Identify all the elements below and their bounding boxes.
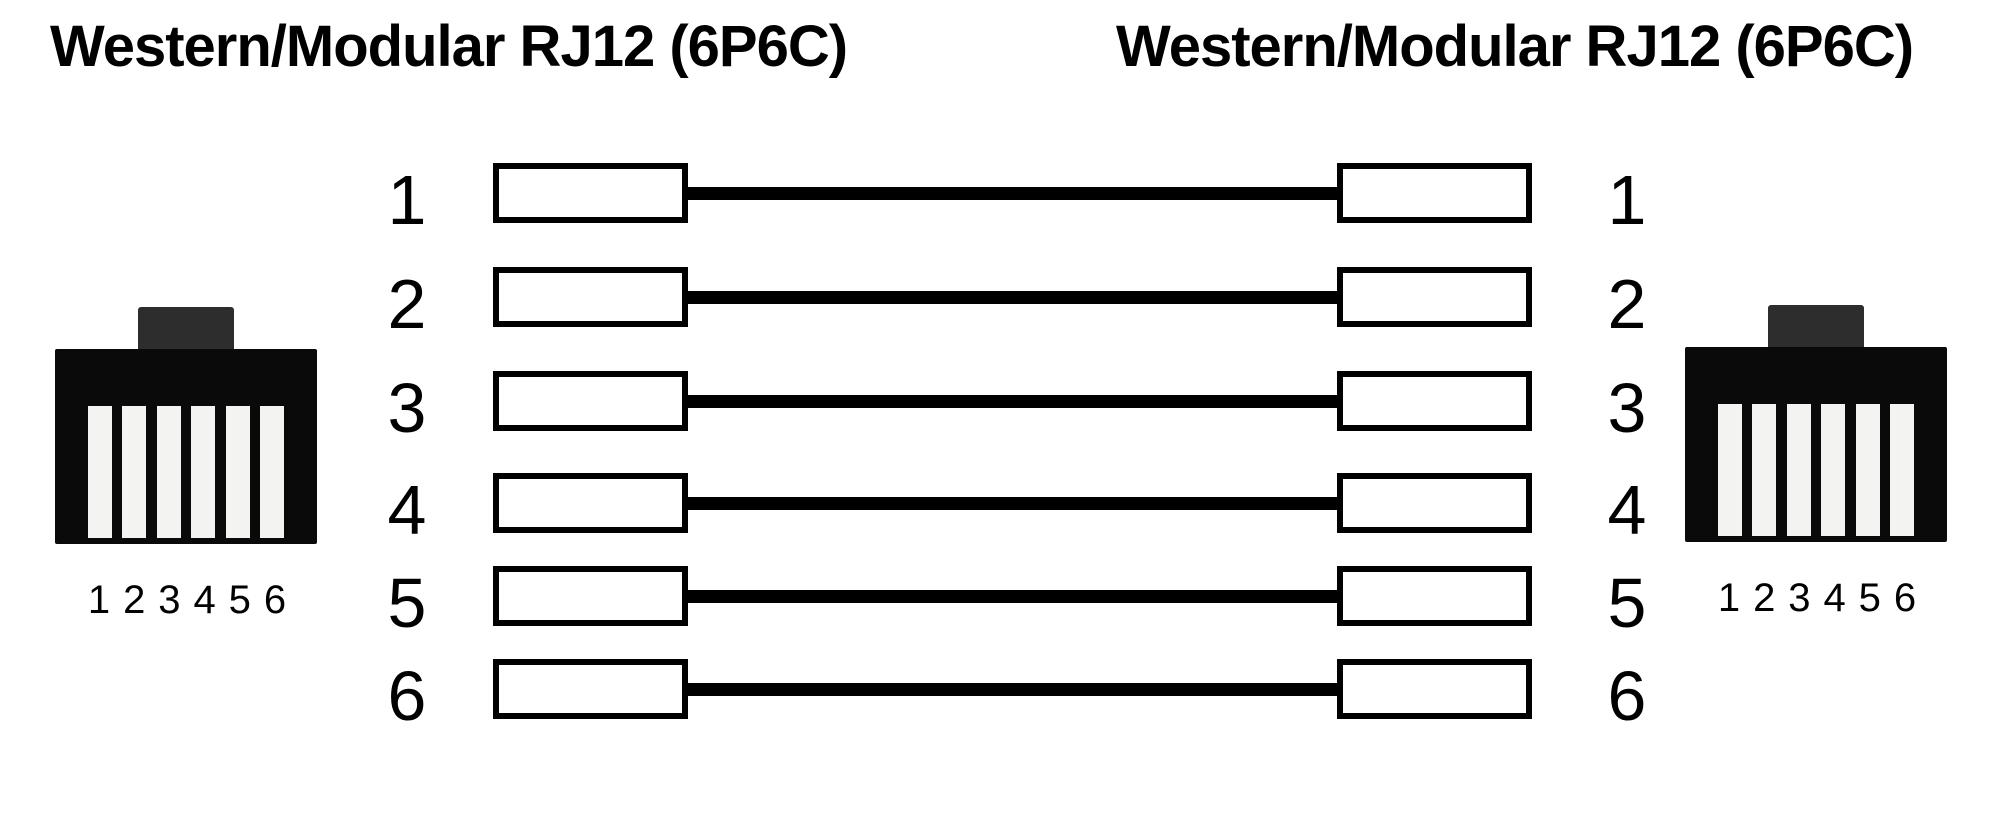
wire	[687, 590, 1338, 603]
jack-contact-slot-4	[1821, 404, 1846, 536]
wire	[687, 683, 1338, 696]
wire	[687, 497, 1338, 510]
jack-pin-labels: 1 2 3 4 5 6	[1685, 578, 1947, 618]
jack-pin-label: 2	[123, 578, 146, 622]
left-pin-number: 1	[387, 161, 427, 239]
jack-contact-slot-3	[1786, 404, 1811, 536]
jack-pin-label: 3	[1788, 576, 1811, 620]
left-connector-title: Western/Modular RJ12 (6P6C)	[50, 14, 848, 79]
left-pin-number: 4	[387, 471, 427, 549]
wire-row-6: 6 6	[0, 659, 2000, 731]
jack-pin-label: 6	[1893, 576, 1917, 620]
jack-contact-slot-6	[1889, 404, 1914, 536]
wire-row-4: 4 4	[0, 473, 2000, 545]
left-pin-number: 6	[387, 657, 427, 735]
rj12-jack-left: 1 2 3 4 5 6	[55, 307, 317, 620]
jack-pin-label: 1	[1717, 576, 1741, 620]
jack-contact-slot-5	[225, 406, 250, 538]
jack-latch-tab-icon	[1768, 305, 1864, 347]
wire	[687, 291, 1338, 304]
right-contact-box	[1337, 566, 1532, 626]
right-pin-number: 3	[1607, 369, 1647, 447]
right-contact-box	[1337, 473, 1532, 533]
jack-contact-slot-2	[1752, 404, 1777, 536]
wire-row-3: 3 3	[0, 371, 2000, 443]
left-pin-number: 3	[387, 369, 427, 447]
jack-latch-tab-icon	[138, 307, 234, 349]
left-contact-box	[493, 659, 688, 719]
wire-row-1: 1 1	[0, 163, 2000, 235]
right-contact-box	[1337, 163, 1532, 223]
right-pin-number: 5	[1607, 564, 1647, 642]
left-contact-box	[493, 566, 688, 626]
left-contact-box	[493, 163, 688, 223]
right-contact-box	[1337, 371, 1532, 431]
jack-contact-slot-1	[1718, 404, 1742, 536]
jack-pin-label: 4	[193, 578, 216, 622]
wire	[687, 187, 1338, 200]
right-pin-number: 2	[1607, 265, 1647, 343]
jack-pin-labels: 1 2 3 4 5 6	[55, 580, 317, 620]
jack-pin-label: 5	[1858, 576, 1881, 620]
jack-contact-slot-3	[156, 406, 181, 538]
wire	[687, 395, 1338, 408]
right-pin-number: 4	[1607, 471, 1647, 549]
right-pin-number: 1	[1607, 161, 1647, 239]
jack-body-icon	[55, 349, 317, 544]
jack-body-icon	[1685, 347, 1947, 542]
rj12-jack-right: 1 2 3 4 5 6	[1685, 305, 1947, 618]
jack-pin-label: 6	[263, 578, 287, 622]
wire-row-5: 5 5	[0, 566, 2000, 638]
jack-contact-slot-5	[1855, 404, 1880, 536]
jack-contact-slot-1	[88, 406, 112, 538]
jack-contact-slot-2	[122, 406, 147, 538]
jack-pin-label: 5	[228, 578, 251, 622]
left-contact-box	[493, 267, 688, 327]
jack-pin-label: 3	[158, 578, 181, 622]
left-pin-number: 2	[387, 265, 427, 343]
jack-pin-label: 1	[87, 578, 111, 622]
left-contact-box	[493, 371, 688, 431]
wire-row-2: 2 2	[0, 267, 2000, 339]
jack-pin-label: 2	[1753, 576, 1776, 620]
jack-contact-slot-6	[259, 406, 284, 538]
right-contact-box	[1337, 267, 1532, 327]
left-pin-number: 5	[387, 564, 427, 642]
right-pin-number: 6	[1607, 657, 1647, 735]
jack-pin-label: 4	[1823, 576, 1846, 620]
jack-contact-slot-4	[191, 406, 216, 538]
right-connector-title: Western/Modular RJ12 (6P6C)	[1116, 14, 1914, 79]
right-contact-box	[1337, 659, 1532, 719]
left-contact-box	[493, 473, 688, 533]
